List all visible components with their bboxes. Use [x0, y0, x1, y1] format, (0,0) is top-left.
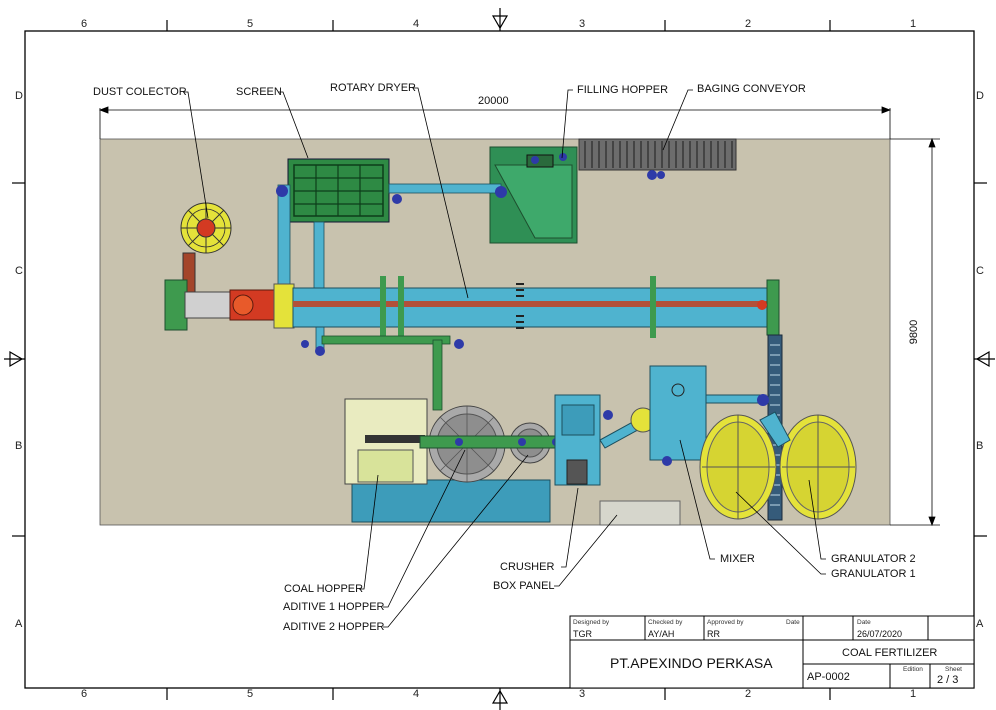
zone-col-3-top: 3 [579, 18, 586, 30]
baging-conveyor [578, 138, 737, 180]
zone-col-2-top: 2 [745, 18, 752, 30]
dust-collector [180, 202, 232, 294]
label-rotary-dryer: ROTARY DRYER [330, 82, 416, 94]
granulator-chute [759, 411, 791, 448]
label-coal-hopper: COAL HOPPER [284, 583, 364, 595]
zone-row-a-left: A [15, 618, 23, 630]
label-filling-hopper: FILLING HOPPER [577, 84, 669, 96]
sheet-value: 2 / 3 [937, 674, 959, 686]
label-granulator-1: GRANULATOR 1 [831, 568, 916, 580]
date-label: Date [857, 619, 871, 626]
label-granulator-2: GRANULATOR 2 [831, 553, 916, 565]
mixer [649, 365, 769, 466]
pipe-fittings [276, 185, 507, 356]
leader-lines [183, 87, 826, 628]
label-aditive-2-hopper: ADITIVE 2 HOPPER [283, 621, 385, 633]
label-mixer: MIXER [720, 553, 755, 565]
label-box-panel: BOX PANEL [493, 580, 555, 592]
sheet-label: Sheet [945, 666, 962, 673]
zone-col-2-bottom: 2 [745, 688, 752, 700]
zone-col-5-top: 5 [247, 18, 254, 30]
dimension-width: 20000 [478, 95, 509, 107]
dimension-height: 9800 [908, 319, 921, 345]
zone-row-d-left: D [15, 90, 23, 102]
drawing-number: AP-0002 [807, 671, 850, 683]
centering-marks [4, 8, 995, 710]
green-pipe [321, 335, 451, 411]
granulator-2 [779, 414, 857, 520]
label-screen: SCREEN [236, 86, 282, 98]
drawing-title: COAL FERTILIZER [842, 647, 938, 659]
date-value: 26/07/2020 [857, 629, 903, 639]
granulator-1 [699, 414, 777, 520]
dimension-lines [98, 106, 940, 527]
designed-by-label: Designed by [573, 619, 610, 626]
zone-col-6-bottom: 6 [81, 688, 88, 700]
screen-unit [287, 158, 390, 223]
approved-by-label: Approved by [707, 619, 744, 626]
zone-row-d-right: D [976, 90, 984, 102]
zone-col-6-top: 6 [81, 18, 88, 30]
zone-col-4-top: 4 [413, 18, 420, 30]
label-baging-conveyor: BAGING CONVEYOR [697, 83, 806, 95]
fitting [454, 339, 464, 349]
zone-col-4-bottom: 4 [413, 688, 420, 700]
coal-hopper [344, 398, 551, 523]
zone-col-1-top: 1 [910, 18, 917, 30]
checked-by-value: AY/AH [648, 629, 675, 639]
designed-by-value: TGR [573, 629, 592, 639]
label-crusher: CRUSHER [500, 561, 555, 573]
zone-row-b-left: B [15, 440, 23, 452]
label-dust-colector: DUST COLECTOR [93, 86, 187, 98]
zone-col-5-bottom: 5 [247, 688, 254, 700]
zone-row-b-right: B [976, 440, 984, 452]
zone-row-c-right: C [976, 265, 984, 277]
rotary-dryer [164, 276, 780, 338]
zone-row-a-right: A [976, 618, 984, 630]
zone-ticks [12, 20, 987, 700]
crusher [554, 394, 613, 486]
approved-by-value: RR [707, 629, 720, 639]
zone-col-1-bottom: 1 [910, 688, 917, 700]
date-label-approved: Date [786, 619, 800, 626]
zone-col-3-bottom: 3 [579, 688, 586, 700]
title-block [569, 615, 975, 689]
zone-row-c-left: C [15, 265, 23, 277]
checked-by-label: Checked by [648, 619, 683, 626]
label-aditive-1-hopper: ADITIVE 1 HOPPER [283, 601, 385, 613]
company-name: PT.APEXINDO PERKASA [610, 655, 773, 671]
edition-label: Edition [903, 666, 923, 673]
box-panel [599, 500, 681, 526]
